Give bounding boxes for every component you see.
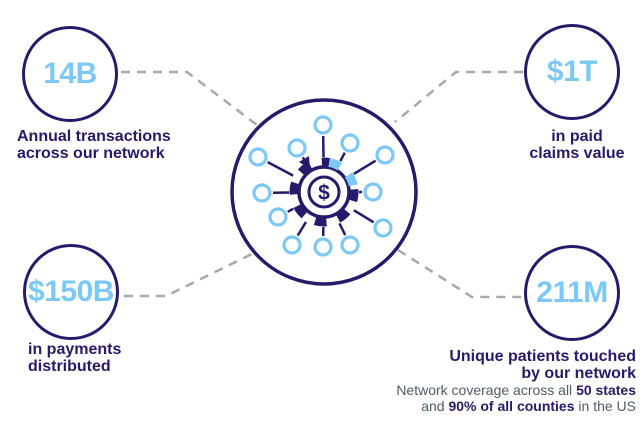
stat-value: 211M bbox=[536, 276, 608, 309]
stat-circle-payments-distributed: $150B bbox=[23, 244, 119, 340]
node-circle bbox=[248, 147, 268, 167]
coverage-line: Network coverage across all 50 states bbox=[396, 382, 636, 399]
node-circle bbox=[363, 182, 383, 202]
stat-label-line: across our network bbox=[17, 145, 165, 162]
stat-label-line: distributed bbox=[28, 358, 111, 375]
stat-label-line: Annual transactions bbox=[17, 128, 171, 145]
node-circle bbox=[313, 237, 333, 257]
dollar-circle bbox=[307, 175, 341, 209]
stat-value: $150B bbox=[28, 275, 114, 308]
node-circle bbox=[373, 218, 393, 238]
network-hub-icon: $ bbox=[230, 98, 418, 286]
dashed-connector-top-left bbox=[121, 70, 258, 126]
node-circle bbox=[375, 145, 395, 165]
node-circle bbox=[340, 133, 360, 153]
stat-label-paid-claims: in paid claims value bbox=[512, 128, 642, 162]
stat-circle-paid-claims: $1T bbox=[524, 24, 620, 120]
stat-label-line: by our network bbox=[521, 365, 636, 382]
stat-circle-annual-transactions: 14B bbox=[22, 26, 118, 122]
stat-value: 14B bbox=[43, 57, 97, 90]
node-circles bbox=[248, 115, 395, 257]
stat-circle-unique-patients: 211M bbox=[524, 245, 620, 341]
stat-label-line: in paid bbox=[551, 128, 603, 145]
gear-teeth-blue bbox=[328, 158, 359, 191]
node-circle bbox=[287, 138, 307, 158]
stat-label-line: claims value bbox=[529, 145, 625, 162]
coverage-text: in the US bbox=[578, 397, 636, 414]
stat-label-unique-patients: Unique patients touched by our network N… bbox=[396, 348, 636, 414]
stat-label-line: Unique patients touched bbox=[449, 348, 636, 365]
stat-label-annual-transactions: Annual transactions across our network bbox=[17, 128, 171, 162]
node-circle bbox=[268, 207, 288, 227]
dashed-connector-top-right bbox=[394, 70, 523, 123]
node-circle bbox=[282, 235, 302, 255]
arrow-icon bbox=[299, 156, 310, 169]
stat-value: $1T bbox=[546, 55, 598, 88]
gear-icon: $ bbox=[289, 156, 359, 227]
node-circle bbox=[252, 183, 272, 203]
coverage-highlight: 90% of all counties bbox=[448, 397, 575, 414]
node-circle bbox=[340, 235, 360, 255]
dashed-connector-bottom-right bbox=[397, 248, 523, 299]
stat-label-payments-distributed: in payments distributed bbox=[28, 341, 121, 375]
coverage-text: Network coverage across all bbox=[396, 382, 573, 398]
coverage-line: and 90% of all counties in the US bbox=[396, 397, 636, 415]
coverage-text: and bbox=[421, 397, 445, 414]
node-circle bbox=[313, 115, 333, 135]
dollar-sign: $ bbox=[318, 182, 330, 205]
stat-label-line: in payments bbox=[28, 341, 122, 358]
coverage-highlight: 50 states bbox=[576, 382, 636, 398]
coverage-note: Network coverage across all 50 states an… bbox=[396, 382, 636, 415]
